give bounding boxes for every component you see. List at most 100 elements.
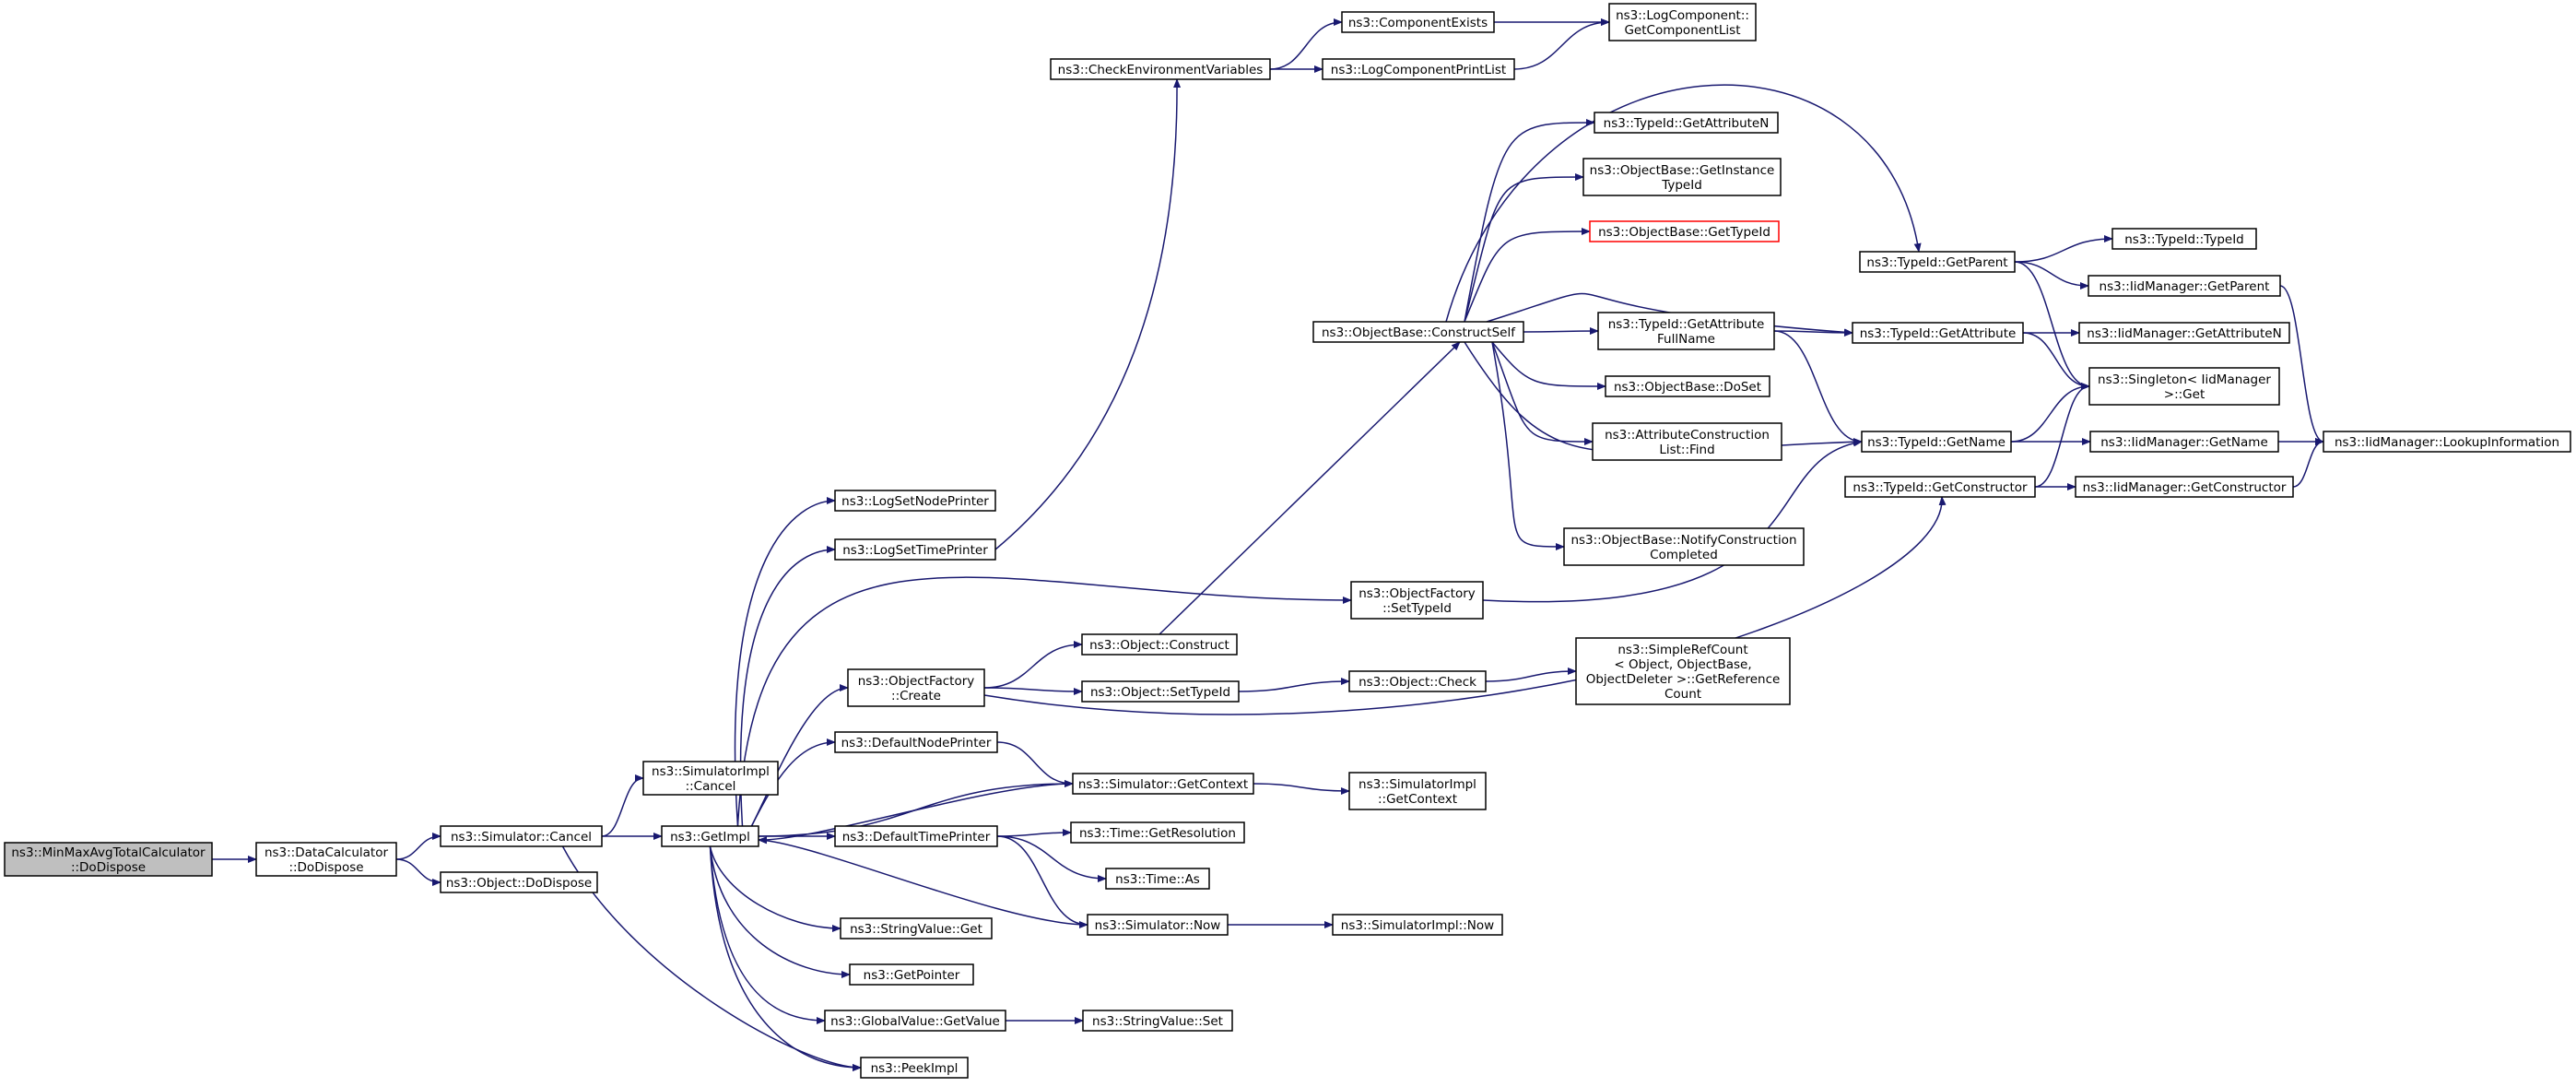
node-label: ns3::TypeId::TypeId [2124, 232, 2244, 247]
edge-objsettypeid-to-objcheck [1238, 678, 1350, 692]
node-strvalget[interactable]: ns3::StringValue::Get [840, 917, 993, 939]
node-objconstruct[interactable]: ns3::Object::Construct [1081, 633, 1238, 656]
node-constructself[interactable]: ns3::ObjectBase::ConstructSelf [1312, 321, 1524, 343]
edge-line [1482, 439, 1863, 603]
edge-getimpl-to-peekimpl [709, 845, 862, 1071]
node-label: ns3::TypeId::GetAttribute [1608, 317, 1765, 332]
node-label: ns3::ObjectFactory [858, 674, 975, 689]
node-simcancel[interactable]: ns3::Simulator::Cancel [440, 825, 603, 847]
node-box [1332, 914, 1503, 936]
node-box [840, 917, 993, 939]
node-label: ns3::ObjectBase::DoSet [1614, 380, 1761, 395]
edge-constructself-to-doset [1491, 341, 1606, 390]
node-box [1087, 914, 1229, 936]
node-objbasegettid[interactable]: ns3::ObjectBase::GetTypeId [1589, 220, 1780, 242]
node-root[interactable]: ns3::MinMaxAvgTotalCalculator::DoDispose [4, 842, 213, 877]
node-simplerefcount[interactable]: ns3::SimpleRefCount< Object, ObjectBase,… [1575, 637, 1791, 705]
edge-line [1491, 341, 1606, 390]
node-notifyconstr[interactable]: ns3::ObjectBase::NotifyConstructionCompl… [1563, 527, 1805, 566]
edge-getimpl-to-logsettime [739, 546, 836, 827]
node-label: ns3::TypeId::GetAttributeN [1604, 116, 1770, 131]
node-label: ns3::LogComponentPrintList [1331, 63, 1506, 77]
node-label: ns3::CheckEnvironmentVariables [1058, 63, 1264, 77]
edge-logsettime-to-checkenv [994, 78, 1182, 550]
edge-tidgetparent-to-tidtypeid [2014, 235, 2113, 263]
node-defaultnode[interactable]: ns3::DefaultNodePrinter [834, 731, 998, 753]
node-objdispose[interactable]: ns3::Object::DoDispose [440, 871, 598, 893]
node-tidtypeid[interactable]: ns3::TypeId::TypeId [2111, 228, 2257, 250]
node-iidgetconstructor[interactable]: ns3::IidManager::GetConstructor [2075, 476, 2294, 498]
node-iidgetname[interactable]: ns3::IidManager::GetName [2089, 431, 2279, 453]
node-box [1575, 637, 1791, 705]
node-box [2089, 431, 2279, 453]
edge-line [750, 738, 836, 827]
node-logsettime[interactable]: ns3::LogSetTimePrinter [834, 538, 996, 561]
node-simgetcontext[interactable]: ns3::Simulator::GetContext [1072, 773, 1254, 795]
node-label: FullName [1657, 332, 1715, 347]
edge-line [1513, 18, 1610, 70]
edge-line [996, 741, 1074, 787]
node-getpointer[interactable]: ns3::GetPointer [849, 963, 974, 986]
edge-simnow-to-getimpl [758, 836, 1088, 926]
node-logcompprint[interactable]: ns3::LogComponentPrintList [1322, 58, 1515, 80]
node-label: ns3::IidManager::GetConstructor [2083, 480, 2287, 495]
node-label: ns3::LogSetNodePrinter [841, 494, 989, 509]
node-defaulttime[interactable]: ns3::DefaultTimePrinter [834, 825, 998, 847]
node-tidgetconstructor[interactable]: ns3::TypeId::GetConstructor [1844, 476, 2036, 498]
node-label: ns3::SimulatorImpl [1359, 777, 1476, 792]
node-iidgetattrn[interactable]: ns3::IidManager::GetAttributeN [2078, 322, 2290, 344]
node-dc[interactable]: ns3::DataCalculator::DoDispose [255, 842, 397, 877]
node-timegetres[interactable]: ns3::Time::GetResolution [1070, 821, 1245, 844]
node-compexists[interactable]: ns3::ComponentExists [1341, 11, 1495, 33]
node-tidgetattr[interactable]: ns3::TypeId::GetAttribute [1852, 322, 2024, 344]
node-iidgetparent[interactable]: ns3::IidManager::GetParent [2088, 275, 2281, 297]
node-simimplcancel[interactable]: ns3::SimulatorImpl::Cancel [642, 761, 779, 796]
node-box [1348, 772, 1487, 810]
node-gvgetvalue[interactable]: ns3::GlobalValue::GetValue [824, 1010, 1006, 1032]
edge-ofcreate-to-objconstruct [983, 641, 1083, 689]
edge-line [2014, 261, 2090, 390]
edge-constructself-to-notifyconstr [1491, 341, 1565, 550]
edge-line [736, 576, 1352, 827]
node-logcomplist[interactable]: ns3::LogComponent::GetComponentList [1608, 3, 1757, 41]
node-tidgetname[interactable]: ns3::TypeId::GetName [1861, 431, 2012, 453]
edge-line [395, 833, 441, 860]
node-simnow[interactable]: ns3::Simulator::Now [1087, 914, 1229, 936]
node-box [834, 731, 998, 753]
node-ofcreate[interactable]: ns3::ObjectFactory::Create [847, 668, 985, 707]
node-doset[interactable]: ns3::ObjectBase::DoSet [1605, 375, 1770, 397]
node-peekimpl[interactable]: ns3::PeekImpl [860, 1057, 969, 1079]
node-getimpl[interactable]: ns3::GetImpl [661, 825, 759, 847]
node-ofsettypeid[interactable]: ns3::ObjectFactory::SetTypeId [1350, 581, 1484, 620]
node-tidgetparent[interactable]: ns3::TypeId::GetParent [1859, 251, 2016, 273]
node-timeas[interactable]: ns3::Time::As [1105, 868, 1210, 890]
node-strvalset[interactable]: ns3::StringValue::Set [1082, 1010, 1233, 1032]
node-simimplgetcontext[interactable]: ns3::SimulatorImpl::GetContext [1348, 772, 1487, 810]
node-getattrn[interactable]: ns3::TypeId::GetAttributeN [1594, 112, 1779, 134]
node-iidlookup[interactable]: ns3::IidManager::LookupInformation [2323, 431, 2571, 453]
node-label: GetComponentList [1624, 23, 1740, 38]
node-box [1082, 1010, 1233, 1032]
node-simimplnow[interactable]: ns3::SimulatorImpl::Now [1332, 914, 1503, 936]
edge-constructself-to-getattrn [1464, 119, 1595, 323]
node-box [1341, 11, 1495, 33]
node-label: ns3::StringValue::Get [850, 922, 982, 937]
node-checkenv[interactable]: ns3::CheckEnvironmentVariables [1050, 58, 1271, 80]
node-objsettypeid[interactable]: ns3::Object::SetTypeId [1081, 680, 1240, 703]
node-box [2323, 431, 2571, 453]
edge-getimpl-to-getpointer [709, 845, 851, 978]
edge-constructself-to-objbasegettid [1464, 228, 1591, 323]
node-label: List::Find [1659, 443, 1714, 457]
node-objcheck[interactable]: ns3::Object::Check [1348, 670, 1487, 692]
node-singletonget[interactable]: ns3::Singleton< IidManager>::Get [2088, 367, 2280, 406]
node-label: ns3::DefaultNodePrinter [841, 736, 992, 750]
edge-line [739, 546, 836, 827]
node-box [440, 871, 598, 893]
node-box [642, 761, 779, 796]
node-label: < Object, ObjectBase, [1614, 657, 1751, 672]
node-logsetnode[interactable]: ns3::LogSetNodePrinter [834, 490, 996, 512]
